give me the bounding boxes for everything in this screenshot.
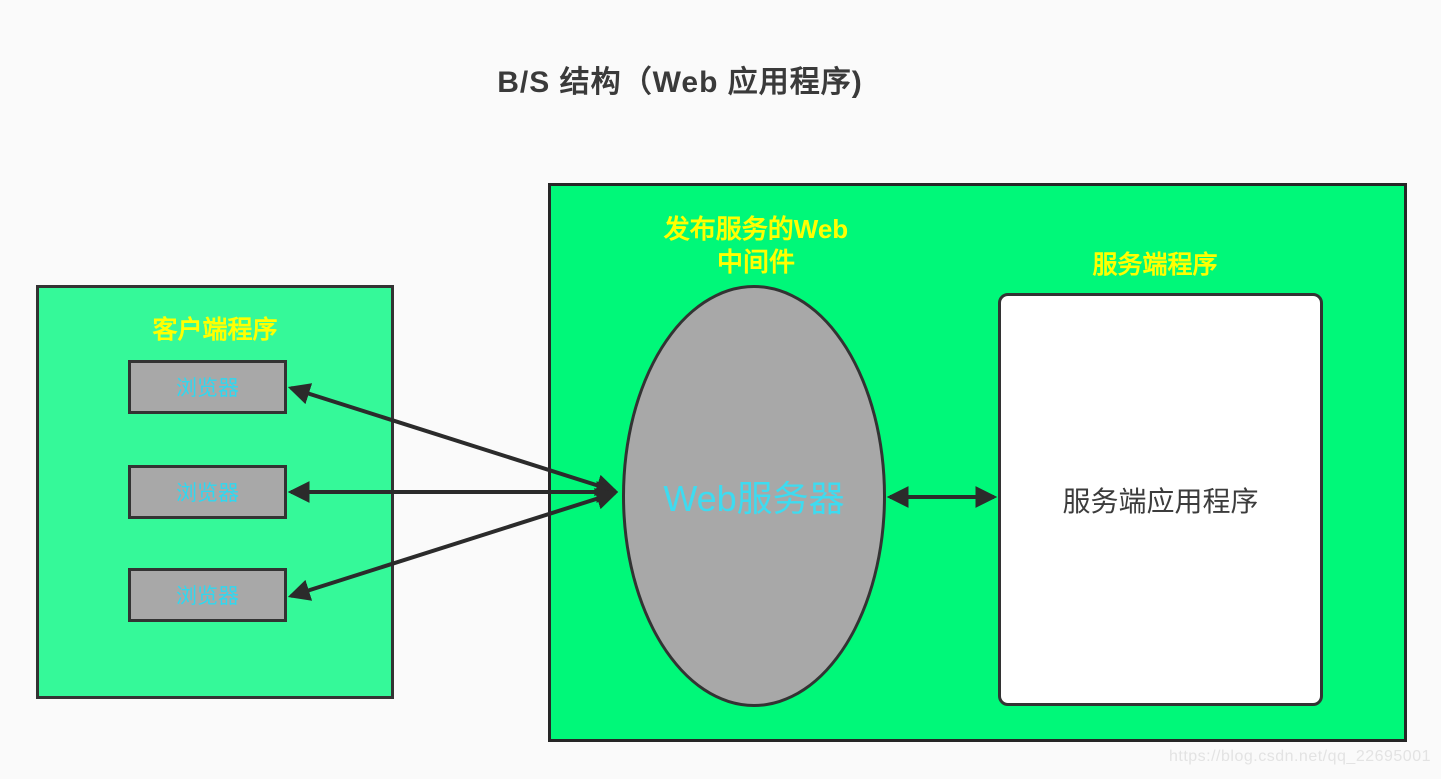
client-program-label: 客户端程序 [152, 316, 278, 344]
page-title: B/S 结构（Web 应用程序) [497, 66, 863, 99]
browser-box-2: 浏览器 [128, 465, 287, 519]
client-program-box: 客户端程序 浏览器 浏览器 浏览器 [36, 285, 394, 699]
browser-box-3: 浏览器 [128, 568, 287, 622]
browser-label-1: 浏览器 [176, 377, 239, 400]
server-side-box: 发布服务的Web 中间件 服务端程序 Web服务器 服务端应用程序 [548, 183, 1407, 742]
web-server-label: Web服务器 [663, 478, 845, 519]
web-middleware-label: 发布服务的Web 中间件 [663, 214, 849, 277]
browser-label-3: 浏览器 [176, 585, 239, 608]
browser-label-2: 浏览器 [176, 482, 239, 505]
server-app-label: 服务端应用程序 [1062, 485, 1259, 517]
browser-box-1: 浏览器 [128, 360, 287, 414]
web-server-ellipse: Web服务器 [622, 285, 886, 707]
watermark: https://blog.csdn.net/qq_22695001 [1168, 748, 1431, 765]
server-program-label: 服务端程序 [1092, 251, 1218, 279]
server-app-box: 服务端应用程序 [998, 293, 1323, 706]
